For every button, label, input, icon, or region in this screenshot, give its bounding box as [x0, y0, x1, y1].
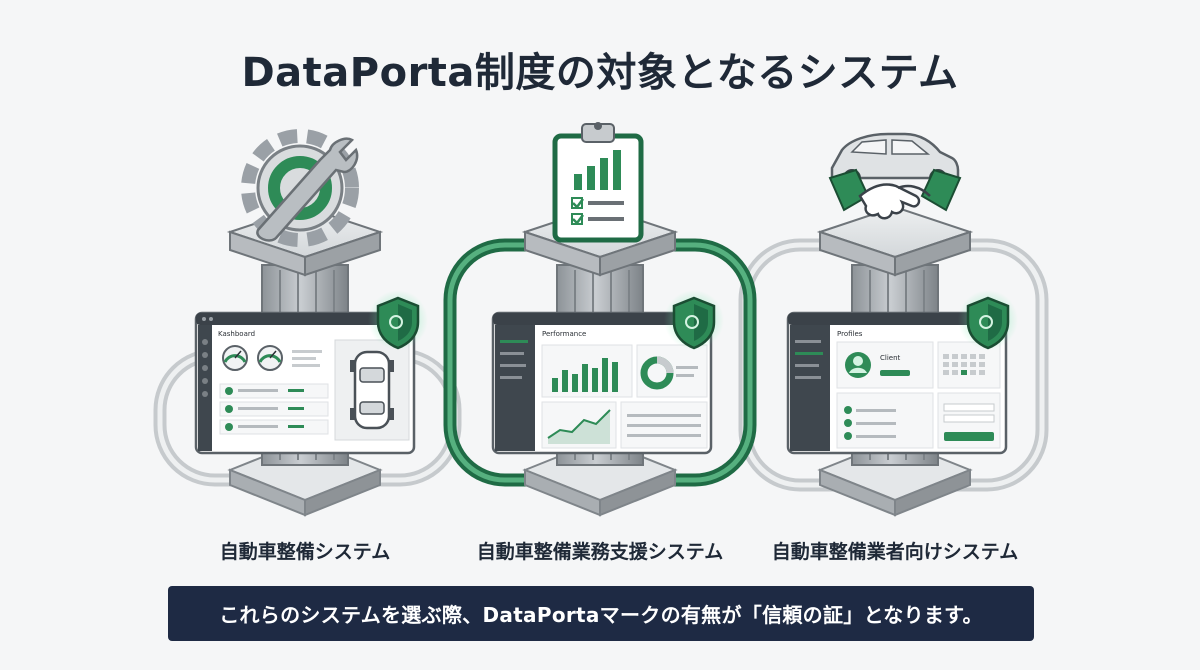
- screen-performance: Performance: [491, 311, 713, 455]
- shield-badge-icon: [368, 290, 428, 350]
- shield-badge-icon: [664, 290, 724, 350]
- clipboard-chart-icon: [552, 122, 644, 243]
- message-banner: これらのシステムを選ぶ際、DataPortaマークの有無が「信頼の証」となります…: [168, 586, 1034, 641]
- gear-wrench-icon: [241, 129, 359, 247]
- screen-maintenance-dashboard: Kashboard: [194, 311, 416, 455]
- profile-name: Client: [880, 354, 901, 362]
- shield-badge-icon: [958, 290, 1018, 350]
- screen-title: Kashboard: [218, 330, 255, 338]
- screen-profiles: Profiles Client: [786, 311, 1008, 455]
- caption-business-support-system: 自動車整備業務支援システム: [476, 541, 724, 563]
- banner-text: これらのシステムを選ぶ際、DataPortaマークの有無が「信頼の証」となります…: [219, 603, 983, 627]
- screen-title: Performance: [542, 330, 586, 338]
- caption-dealer-system: 自動車整備業者向けシステム: [771, 541, 1019, 563]
- page-title: DataPorta制度の対象となるシステム: [241, 50, 959, 96]
- car-handshake-icon: [828, 132, 962, 220]
- screen-title: Profiles: [837, 330, 863, 338]
- caption-maintenance-system: 自動車整備システム: [219, 541, 391, 563]
